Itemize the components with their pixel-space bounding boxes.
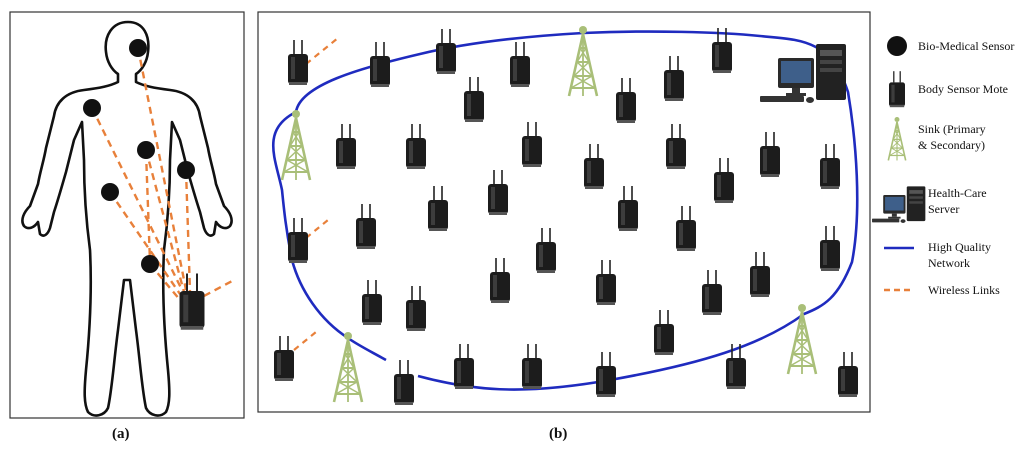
health-care-server-icon [760, 44, 846, 103]
legend-mote-icon [888, 70, 906, 108]
body-sensor-motes [273, 27, 859, 406]
panel-b [257, 11, 871, 413]
caption-a: (a) [112, 426, 130, 442]
legend-server-label-1: Health-Care [928, 186, 987, 200]
legend-bio-sensor-label: Bio-Medical Sensor [918, 39, 1015, 53]
legend-sink-icon [887, 116, 907, 162]
bio-medical-sensors [83, 39, 195, 273]
caption-b: (b) [549, 426, 568, 442]
sink-tower-icon [567, 24, 599, 98]
sink-tower-icon [280, 108, 312, 182]
body-sensor-mote-icon [178, 272, 206, 331]
legend-sensor-icon [887, 36, 907, 56]
legend-server-label-2: Server [928, 202, 960, 216]
sink-tower-icon [786, 302, 818, 376]
legend-network-label-2: Network [928, 256, 970, 270]
legend-icons [872, 36, 926, 292]
legend-mote-label: Body Sensor Mote [918, 82, 1008, 96]
wireless-links-body [90, 47, 235, 301]
wireless-links-network [293, 37, 339, 351]
high-quality-network-loop [272, 30, 859, 391]
legend-sink-label-2: & Secondary) [918, 138, 985, 152]
legend-sink-label-1: Sink (Primary [918, 122, 986, 136]
body-outline [21, 20, 233, 417]
legend-wireless-label: Wireless Links [928, 283, 1000, 297]
legend-server-icon [872, 186, 926, 223]
legend-network-label-1: High Quality [928, 240, 991, 254]
panel-a [9, 11, 245, 419]
sink-tower-icon [332, 330, 364, 404]
